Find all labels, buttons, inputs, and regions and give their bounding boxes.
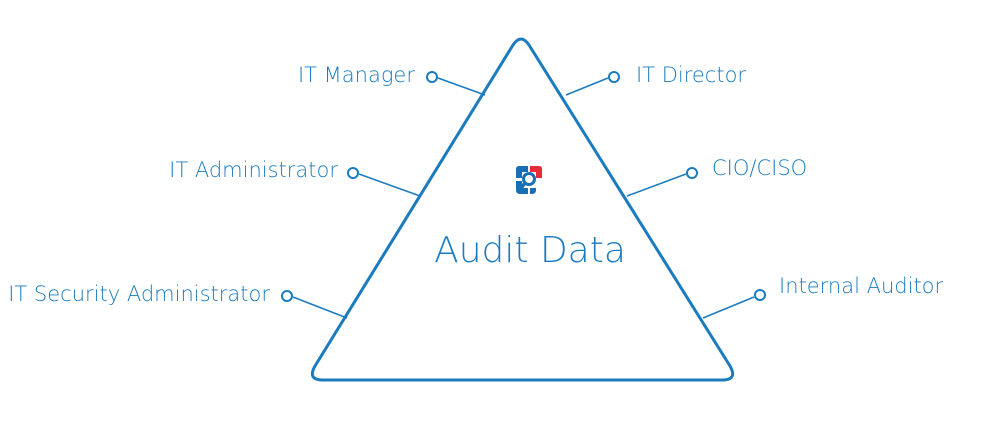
role-left-2: IT Security Administrator [8, 282, 348, 319]
role-label: Internal Auditor [779, 274, 944, 298]
diagram-title: Audit Data [434, 230, 626, 271]
audit-triangle [310, 37, 735, 382]
connector-line [358, 173, 421, 197]
connector-line [292, 296, 348, 319]
ring-node-icon [347, 167, 359, 179]
ring-node-icon [608, 71, 620, 83]
role-label: CIO/CISO [712, 156, 807, 180]
connector-line [437, 77, 486, 96]
role-label: IT Director [636, 63, 746, 87]
ring-node-icon [281, 290, 293, 302]
audit-search-logo-icon [516, 166, 542, 194]
ring-node-icon [426, 71, 438, 83]
ring-node-icon [686, 167, 698, 179]
role-label: IT Manager [298, 63, 415, 87]
role-label: IT Security Administrator [8, 282, 270, 306]
role-left-0: IT Manager [298, 63, 486, 96]
role-left-1: IT Administrator [169, 158, 421, 197]
connector-line [702, 296, 755, 319]
connector-line [626, 173, 687, 197]
role-right-1: CIO/CISO [626, 156, 807, 197]
role-right-2: Internal Auditor [702, 274, 944, 319]
ring-node-icon [754, 289, 766, 301]
connector-line [565, 77, 609, 96]
role-label: IT Administrator [169, 158, 338, 182]
role-right-0: IT Director [565, 63, 746, 96]
